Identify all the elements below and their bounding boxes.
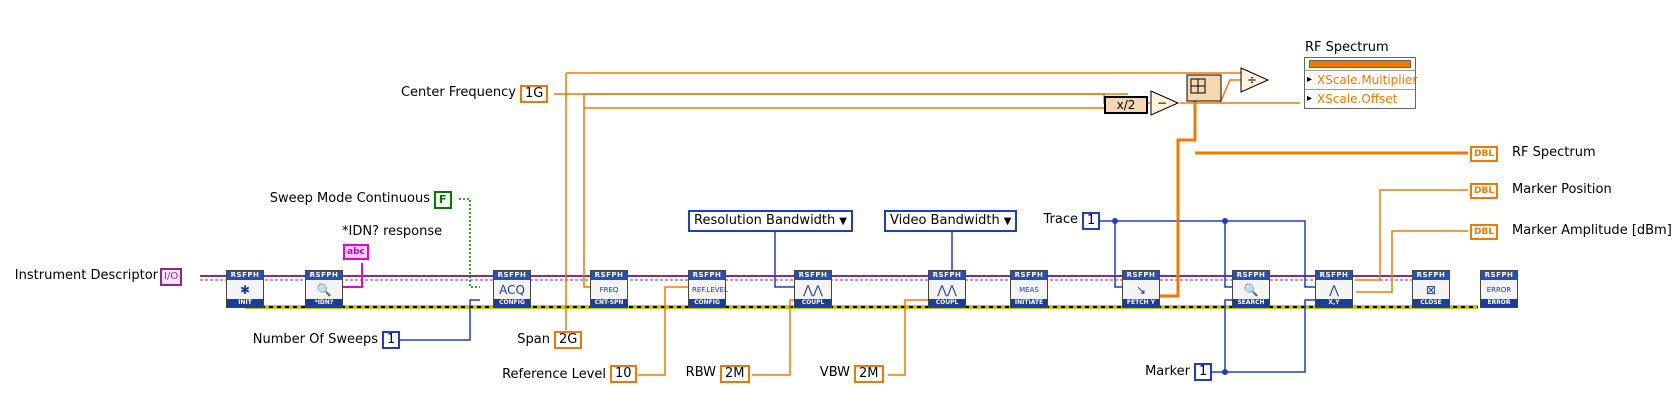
vbw-constant[interactable]: 2M [854, 365, 884, 383]
xscale-offset-property[interactable]: XScale.Offset [1305, 89, 1415, 108]
vi-glyph-icon: ✱ [239, 283, 251, 297]
vi-footer: X,Y [1316, 299, 1352, 307]
xscale-multiplier-property[interactable]: XScale.Multiplier [1305, 70, 1417, 89]
marker-position-label: Marker Position [1512, 182, 1612, 197]
vi-header: RSFPH [591, 271, 627, 280]
marker-amplitude-indicator[interactable]: DBL [1470, 224, 1499, 240]
instrument-descriptor-control[interactable]: I/O [160, 268, 183, 286]
vi-glyph-icon: ⋀⋀ [937, 283, 957, 297]
marker-label: Marker [1145, 364, 1190, 379]
video-bandwidth-label: Video Bandwidth [890, 213, 1000, 228]
vi-glyph-icon: ERROR [1486, 286, 1512, 294]
x-div-2-primitive[interactable]: x/2 [1104, 96, 1148, 114]
divide-icon[interactable]: ÷ [1240, 67, 1270, 93]
vi-block-x-y[interactable]: RSFPH ⋀ X,Y [1315, 270, 1353, 308]
rf-spectrum-property-node[interactable]: XScale.Multiplier XScale.Offset [1304, 57, 1417, 109]
vi-block-coupl[interactable]: RSFPH ⋀⋀ COUPL [928, 270, 966, 308]
vi-header: RSFPH [1123, 271, 1159, 280]
number-of-sweeps-constant[interactable]: 1 [382, 331, 401, 349]
vi-block-coupl[interactable]: RSFPH ⋀⋀ COUPL [794, 270, 832, 308]
subtract-icon[interactable]: − [1150, 90, 1180, 116]
instrument-descriptor-label: Instrument Descriptor [14, 268, 158, 283]
resolution-bandwidth-ring[interactable]: Resolution Bandwidth▼ [688, 210, 853, 232]
vi-block-error[interactable]: RSFPH ERROR ERROR [1480, 270, 1518, 308]
vi-header: RSFPH [689, 271, 725, 280]
vi-footer: FETCH Y [1123, 299, 1159, 307]
rbw-label: RBW [685, 365, 716, 380]
dropdown-arrow-icon: ▼ [839, 216, 847, 227]
vi-header: RSFPH [795, 271, 831, 280]
rf-spectrum-label: RF Spectrum [1512, 145, 1596, 160]
rbw-constant[interactable]: 2M [720, 365, 750, 383]
vi-header: RSFPH [494, 271, 530, 280]
idn-response-label: *IDN? response [342, 224, 443, 239]
resolution-bandwidth-label: Resolution Bandwidth [694, 213, 836, 228]
vi-glyph-icon: ⋀⋀ [803, 283, 823, 297]
vi-footer: CONFIG [494, 299, 530, 307]
vi-header: RSFPH [306, 271, 342, 280]
vbw-label: VBW [819, 365, 850, 380]
vi-block--idn-[interactable]: RSFPH 🔍 *IDN? [305, 270, 343, 308]
span-constant[interactable]: 2G [554, 331, 583, 349]
vi-block-search[interactable]: RSFPH 🔍 SEARCH [1232, 270, 1270, 308]
vi-header: RSFPH [1413, 271, 1449, 280]
vi-header: RSFPH [1233, 271, 1269, 280]
vi-footer: SEARCH [1233, 299, 1269, 307]
number-of-sweeps-label: Number Of Sweeps [252, 332, 378, 347]
vi-block-cnt-spn[interactable]: RSFPH FREQ CNT-SPN [590, 270, 628, 308]
vi-block-init[interactable]: RSFPH ✱ INIT [226, 270, 264, 308]
vi-footer: CNT-SPN [591, 299, 627, 307]
vi-glyph-icon: 🔍 [316, 283, 332, 297]
graph-reference-bar [1309, 60, 1411, 68]
vi-block-config[interactable]: RSFPH REF.LEVEL CONFIG [688, 270, 728, 308]
vi-header: RSFPH [1011, 271, 1047, 280]
vi-footer: COUPL [795, 299, 831, 307]
video-bandwidth-ring[interactable]: Video Bandwidth▼ [884, 210, 1018, 232]
vi-footer: ERROR [1481, 299, 1517, 307]
rf-spectrum-indicator[interactable]: DBL [1470, 146, 1499, 162]
center-frequency-label: Center Frequency [400, 85, 516, 100]
trace-label: Trace [1043, 212, 1079, 227]
sweep-mode-continuous-constant[interactable]: F [434, 191, 452, 209]
vi-footer: INITIATE [1011, 299, 1047, 307]
vi-footer: CONFIG [689, 299, 725, 307]
reference-level-constant[interactable]: 10 [610, 365, 637, 383]
vi-footer: *IDN? [306, 299, 342, 307]
vi-glyph-icon: MEAS [1019, 286, 1039, 294]
vi-header: RSFPH [1316, 271, 1352, 280]
vi-glyph-icon: 🔍 [1243, 283, 1259, 297]
array-index-icon[interactable] [1186, 74, 1222, 102]
svg-text:÷: ÷ [1247, 73, 1257, 87]
vi-glyph-icon: REF.LEVEL [692, 286, 728, 294]
idn-response-indicator[interactable]: abc [343, 244, 369, 260]
vi-header: RSFPH [929, 271, 965, 280]
svg-text:−: − [1157, 96, 1167, 110]
reference-level-label: Reference Level [502, 367, 606, 382]
vi-header: RSFPH [227, 271, 263, 280]
vi-block-config[interactable]: RSFPH ACQ CONFIG [493, 270, 531, 308]
marker-position-indicator[interactable]: DBL [1470, 183, 1499, 199]
marker-constant[interactable]: 1 [1194, 363, 1213, 381]
dropdown-arrow-icon: ▼ [1003, 216, 1012, 227]
vi-glyph-icon: ⊠ [1425, 283, 1437, 297]
rf-spectrum-graph-label: RF Spectrum [1305, 40, 1389, 55]
marker-amplitude-label: Marker Amplitude [dBm] [1512, 223, 1672, 238]
vi-footer: CLOSE [1413, 299, 1449, 307]
vi-glyph-icon: ↘ [1135, 283, 1147, 297]
vi-glyph-icon: FREQ [599, 286, 619, 294]
vi-footer: INIT [227, 299, 263, 307]
vi-glyph-icon: ACQ [499, 283, 525, 297]
vi-block-initiate[interactable]: RSFPH MEAS INITIATE [1010, 270, 1048, 308]
trace-constant[interactable]: 1 [1082, 212, 1101, 230]
sweep-mode-continuous-label: Sweep Mode Continuous [269, 191, 430, 206]
vi-block-close[interactable]: RSFPH ⊠ CLOSE [1412, 270, 1450, 308]
vi-footer: COUPL [929, 299, 965, 307]
vi-glyph-icon: ⋀ [1329, 283, 1339, 297]
vi-block-fetch-y[interactable]: RSFPH ↘ FETCH Y [1122, 270, 1160, 308]
vi-header: RSFPH [1481, 271, 1517, 280]
span-label: Span [517, 332, 550, 347]
center-frequency-constant[interactable]: 1G [520, 85, 549, 103]
